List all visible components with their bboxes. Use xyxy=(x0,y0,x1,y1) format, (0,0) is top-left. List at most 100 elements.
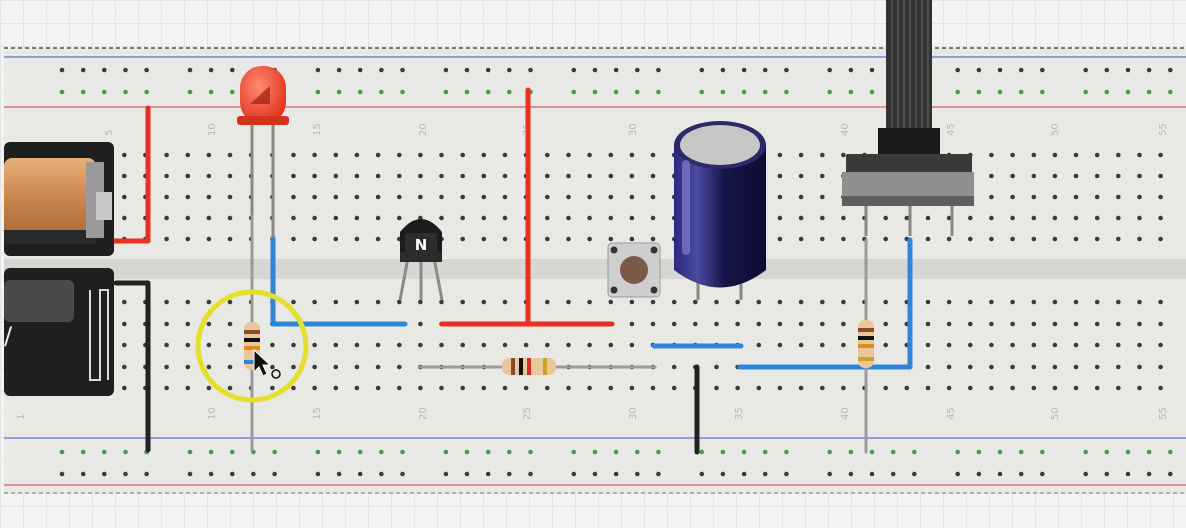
breadboard-hole[interactable] xyxy=(629,385,635,391)
breadboard-hole[interactable] xyxy=(312,385,317,391)
breadboard-hole[interactable] xyxy=(650,215,656,221)
breadboard-hole[interactable] xyxy=(798,321,804,327)
breadboard-hole[interactable] xyxy=(1146,449,1152,455)
breadboard-hole[interactable] xyxy=(397,299,402,305)
breadboard-hole[interactable] xyxy=(629,299,635,305)
breadboard-hole[interactable] xyxy=(80,89,86,95)
breadboard-hole[interactable] xyxy=(1137,385,1142,391)
breadboard-hole[interactable] xyxy=(312,215,317,221)
breadboard-hole[interactable] xyxy=(460,385,466,391)
breadboard-hole[interactable] xyxy=(443,449,449,455)
breadboard-hole[interactable] xyxy=(925,342,931,348)
breadboard-hole[interactable] xyxy=(955,471,960,477)
breadboard-hole[interactable] xyxy=(608,236,614,242)
breadboard-hole[interactable] xyxy=(187,89,193,95)
breadboard-hole[interactable] xyxy=(699,67,705,73)
breadboard-hole[interactable] xyxy=(315,89,321,95)
breadboard-hole[interactable] xyxy=(613,449,619,455)
breadboard-hole[interactable] xyxy=(989,364,994,370)
breadboard-hole[interactable] xyxy=(1158,236,1163,242)
breadboard-hole[interactable] xyxy=(883,342,888,348)
breadboard-hole[interactable] xyxy=(481,299,487,305)
breadboard-hole[interactable] xyxy=(1104,471,1110,477)
breadboard-hole[interactable] xyxy=(502,385,508,391)
breadboard-hole[interactable] xyxy=(841,321,846,327)
breadboard-hole[interactable] xyxy=(608,385,614,391)
breadboard-hole[interactable] xyxy=(122,364,127,370)
breadboard-hole[interactable] xyxy=(997,67,1003,73)
breadboard-hole[interactable] xyxy=(464,449,470,455)
breadboard-hole[interactable] xyxy=(80,449,86,455)
breadboard-hole[interactable] xyxy=(333,342,339,348)
breadboard-hole[interactable] xyxy=(1094,385,1100,391)
breadboard-hole[interactable] xyxy=(566,173,571,179)
breadboard-hole[interactable] xyxy=(375,173,381,179)
breadboard-hole[interactable] xyxy=(1158,385,1163,391)
breadboard-hole[interactable] xyxy=(507,449,512,455)
breadboard-hole[interactable] xyxy=(375,215,381,221)
breadboard-hole[interactable] xyxy=(272,471,277,477)
breadboard-hole[interactable] xyxy=(208,89,214,95)
breadboard-hole[interactable] xyxy=(608,215,614,221)
breadboard-hole[interactable] xyxy=(1040,471,1045,477)
breadboard-hole[interactable] xyxy=(1168,449,1173,455)
breadboard-hole[interactable] xyxy=(122,194,127,200)
breadboard-hole[interactable] xyxy=(375,364,381,370)
breadboard-hole[interactable] xyxy=(989,236,994,242)
breadboard-hole[interactable] xyxy=(650,173,656,179)
breadboard-hole[interactable] xyxy=(375,342,381,348)
breadboard-hole[interactable] xyxy=(592,449,598,455)
breadboard-hole[interactable] xyxy=(1073,152,1079,158)
breadboard-hole[interactable] xyxy=(102,67,107,73)
breadboard-hole[interactable] xyxy=(443,89,449,95)
breadboard-hole[interactable] xyxy=(946,215,952,221)
breadboard-hole[interactable] xyxy=(1010,236,1015,242)
breadboard-hole[interactable] xyxy=(820,173,825,179)
breadboard-hole[interactable] xyxy=(1052,236,1058,242)
breadboard-hole[interactable] xyxy=(777,173,783,179)
breadboard-hole[interactable] xyxy=(523,342,529,348)
breadboard-hole[interactable] xyxy=(968,299,973,305)
breadboard-hole[interactable] xyxy=(925,236,931,242)
breadboard-hole[interactable] xyxy=(122,215,127,221)
breadboard-hole[interactable] xyxy=(375,194,381,200)
breadboard-hole[interactable] xyxy=(1116,236,1121,242)
breadboard-hole[interactable] xyxy=(1116,152,1121,158)
breadboard-hole[interactable] xyxy=(571,471,577,477)
breadboard-hole[interactable] xyxy=(777,321,783,327)
breadboard-hole[interactable] xyxy=(1031,385,1037,391)
breadboard-hole[interactable] xyxy=(608,194,614,200)
breadboard-hole[interactable] xyxy=(650,194,656,200)
breadboard-hole[interactable] xyxy=(312,194,317,200)
breadboard-hole[interactable] xyxy=(848,89,854,95)
breadboard-hole[interactable] xyxy=(827,471,832,477)
breadboard-hole[interactable] xyxy=(354,385,360,391)
breadboard-hole[interactable] xyxy=(185,342,191,348)
breadboard-hole[interactable] xyxy=(164,215,169,221)
breadboard-hole[interactable] xyxy=(566,152,571,158)
breadboard-hole[interactable] xyxy=(798,152,804,158)
breadboard-hole[interactable] xyxy=(187,449,193,455)
breadboard-hole[interactable] xyxy=(507,67,512,73)
breadboard-hole[interactable] xyxy=(439,342,444,348)
breadboard-hole[interactable] xyxy=(968,321,973,327)
breadboard-hole[interactable] xyxy=(777,342,783,348)
breadboard-hole[interactable] xyxy=(397,173,402,179)
breadboard-hole[interactable] xyxy=(1031,194,1037,200)
breadboard-hole[interactable] xyxy=(741,67,747,73)
breadboard-hole[interactable] xyxy=(1158,173,1163,179)
breadboard-hole[interactable] xyxy=(989,152,994,158)
breadboard-hole[interactable] xyxy=(635,449,640,455)
breadboard-hole[interactable] xyxy=(464,89,470,95)
breadboard-hole[interactable] xyxy=(418,299,423,305)
breadboard-hole[interactable] xyxy=(545,342,550,348)
breadboard-hole[interactable] xyxy=(1010,321,1015,327)
breadboard-hole[interactable] xyxy=(312,364,317,370)
breadboard-hole[interactable] xyxy=(1031,342,1037,348)
breadboard-hole[interactable] xyxy=(883,299,888,305)
breadboard-hole[interactable] xyxy=(1094,299,1100,305)
breadboard-hole[interactable] xyxy=(925,321,931,327)
breadboard-hole[interactable] xyxy=(528,471,533,477)
breadboard-hole[interactable] xyxy=(315,471,321,477)
breadboard-hole[interactable] xyxy=(968,385,973,391)
